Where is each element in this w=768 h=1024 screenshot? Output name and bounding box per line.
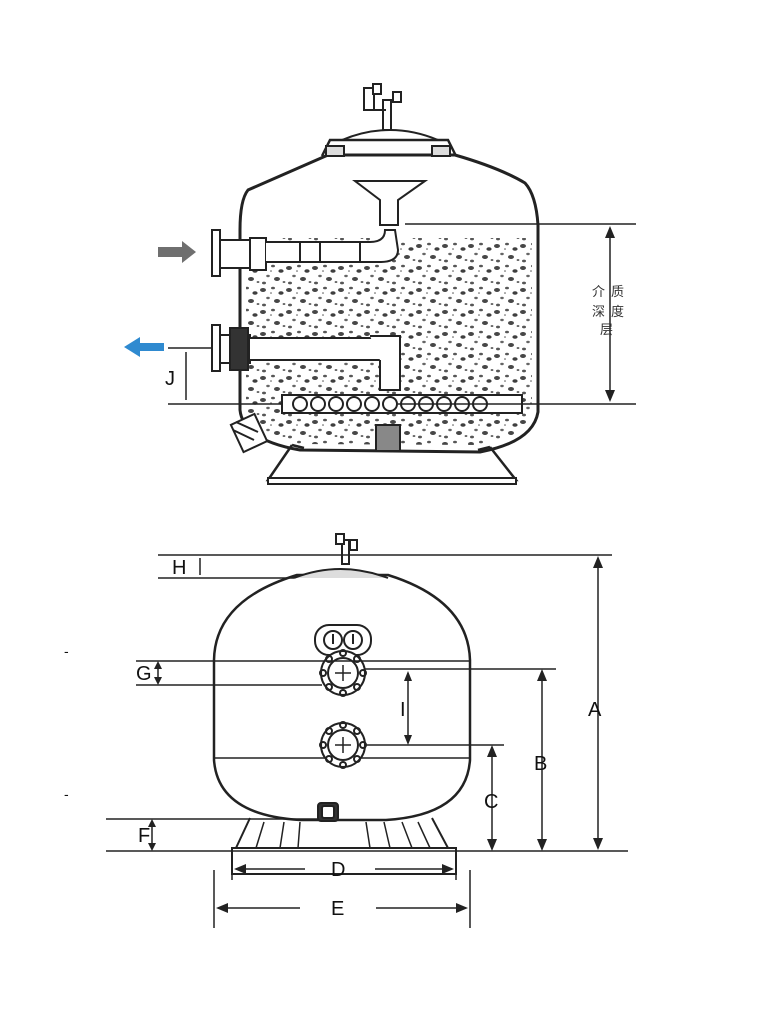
lower-nozzle [319,721,367,769]
dim-h-label: H [172,557,186,579]
svg-text:质: 质 [611,285,624,300]
dim-g-label: G [136,663,152,685]
elevation-tank-shell [212,573,472,822]
outlet-arrow [124,337,164,357]
upper-nozzle [319,649,367,697]
dim-b-label: B [534,753,547,775]
media-depth-dimension [398,223,636,405]
svg-text:度: 度 [611,304,624,320]
air-release-valve [363,83,402,131]
drain-fitting [229,412,269,454]
svg-text:深: 深 [592,305,605,320]
dimension-lines [106,554,628,928]
inlet-pipe [211,229,400,277]
inlet-arrow [158,241,196,263]
outlet-pipe [211,324,401,391]
svg-text:介: 介 [592,285,605,300]
elevation-dimension-labels: H A G B I C F D E - - [64,557,602,920]
side-mark-upper: - [64,643,69,659]
dimension-j [168,347,282,405]
cross-section-view [124,83,636,485]
elevation-top-cap [293,568,389,579]
pressure-gauges [314,624,372,656]
dim-a-label: A [588,699,602,721]
dimension-j-label: J [165,368,175,390]
media-depth-label: 介 质 深 度 层 [592,285,624,338]
inlet-distributor [352,180,429,226]
elevation-view [106,533,628,928]
elevation-air-vent [335,533,358,565]
elevation-drain [317,802,339,822]
dim-f-label: F [138,825,150,847]
dim-c-label: C [484,791,498,813]
dim-d-label: D [331,859,345,881]
dim-i-label: I [400,699,406,721]
dim-e-label: E [331,898,344,920]
side-mark-lower: - [64,786,69,802]
svg-text:层: 层 [600,323,613,338]
